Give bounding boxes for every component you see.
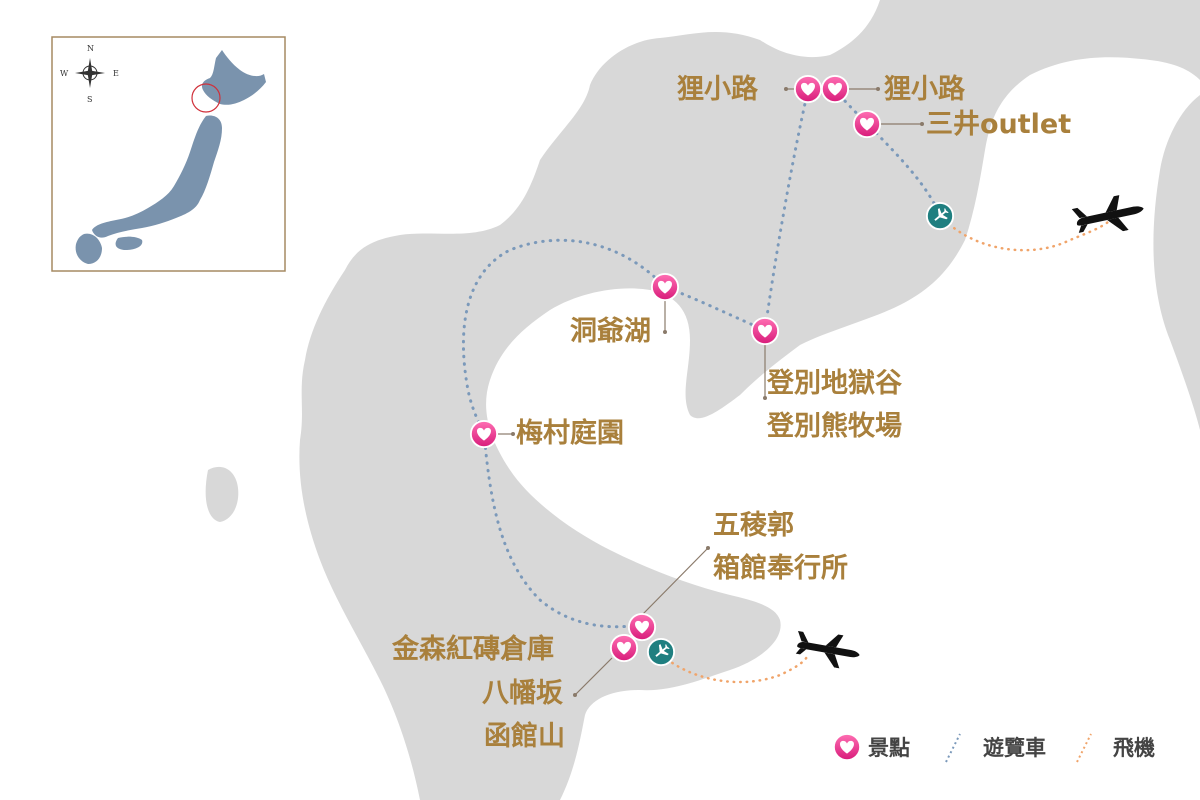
legend-heart-pin-icon [832,732,862,762]
heart-pin-icon [609,633,639,663]
legend-bus-line-icon [945,733,961,763]
label-hakodateyama: 函館山 [484,721,565,752]
leader-dots [511,87,924,697]
label-hachimanzaka: 八幡坂 [482,678,563,709]
label-tanuki-right: 狸小路 [884,74,965,105]
compass-n: N [87,44,94,53]
label-tanuki-left: 狸小路 [677,74,758,105]
compass-w: W [60,69,69,78]
hokkaido-land [205,0,1200,800]
compass-s: S [87,95,93,104]
japan-inset-map [51,36,286,272]
label-noboribetsu-bear-park: 登別熊牧場 [767,411,902,442]
label-goryokaku: 五稜郭 [713,510,794,541]
airport-icon [925,201,955,231]
heart-pin-icon [650,272,680,302]
label-toya-lake: 洞爺湖 [570,316,651,347]
label-umemura-garden: 梅村庭園 [516,418,624,449]
legend-plane-label: 飛機 [1113,736,1155,760]
airplane-icon [792,627,863,672]
airport-icon [646,637,676,667]
heart-pin-icon [469,419,499,449]
compass-rose-icon [75,58,105,88]
legend-plane-line-icon [1076,733,1092,763]
airplane-icon [1070,190,1148,241]
heart-pin-icon [852,109,882,139]
compass-e: E [113,69,119,78]
heart-pin-icon [820,74,850,104]
label-noboribetsu-jigokudani: 登別地獄谷 [767,368,902,399]
plane-route [660,213,1112,684]
label-mitsui-outlet: 三井outlet [926,109,1072,140]
label-kanemori-warehouse: 金森紅磚倉庫 [392,634,554,665]
label-hakodate-magistrate: 箱館奉行所 [713,553,848,584]
leader-lines [497,88,922,696]
heart-pin-icon [627,612,657,642]
legend-spot-label: 景點 [868,736,910,760]
legend-bus-label: 遊覽車 [983,736,1046,760]
heart-pin-icon [793,74,823,104]
heart-pin-icon [750,316,780,346]
